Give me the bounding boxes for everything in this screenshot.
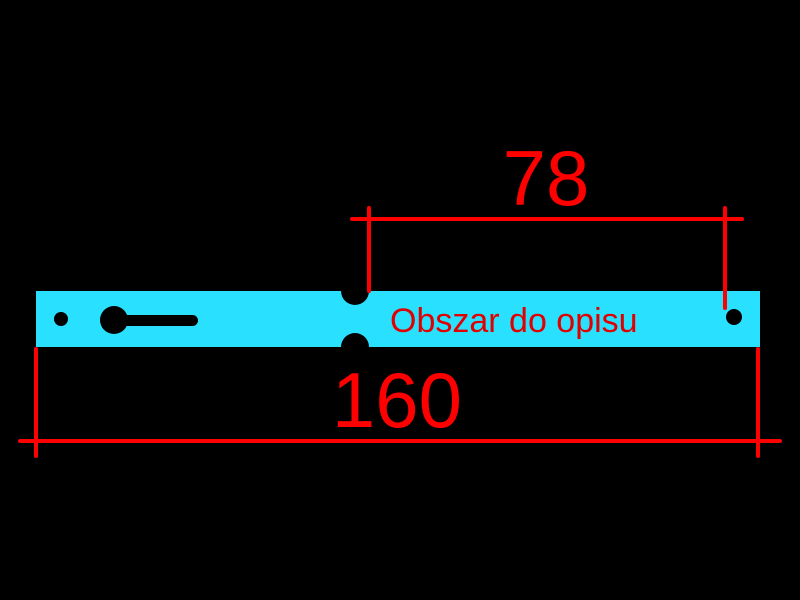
strip-label: Obszar do opisu <box>390 302 638 340</box>
right-hole <box>726 309 742 325</box>
dimension-78-value: 78 <box>503 134 590 222</box>
dimension-160 <box>18 347 782 458</box>
tag-strip <box>36 291 760 347</box>
left-hole <box>54 312 68 326</box>
keyhole-slot <box>100 306 198 334</box>
dimension-78 <box>350 206 744 310</box>
dimension-160-value: 160 <box>332 356 462 444</box>
